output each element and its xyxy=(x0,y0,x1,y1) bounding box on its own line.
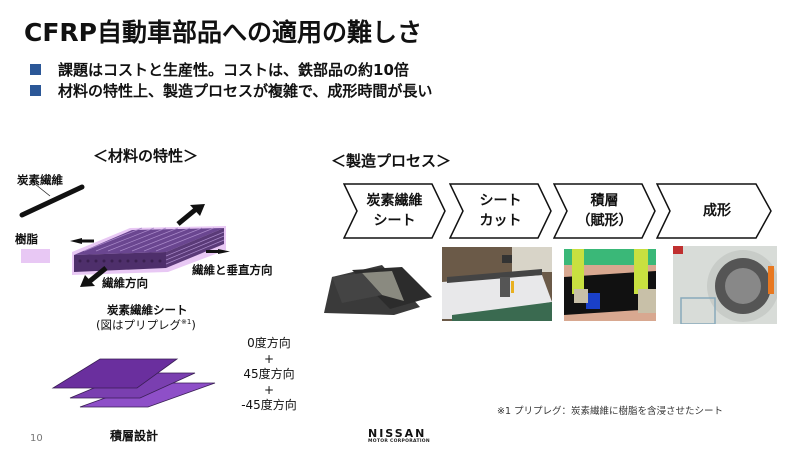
layup-directions: 0度方向 + 45度方向 + -45度方向 xyxy=(234,336,304,414)
layup-design-label: 積層設計 xyxy=(110,429,159,443)
layup-shaping-photo xyxy=(564,249,656,321)
carbon-fiber-sheet-photo xyxy=(322,255,434,317)
sheet-cutting-machine-photo xyxy=(442,247,552,321)
step-label: （賦形） xyxy=(576,213,633,229)
step-label: 成形 xyxy=(703,203,731,219)
direction-0: 0度方向 xyxy=(247,336,291,350)
process-step-molding: 成形 xyxy=(656,183,772,239)
fiber-direction-label: 繊維方向 xyxy=(102,276,148,290)
carbon-fiber-sheet-illustration xyxy=(19,179,230,287)
step-label: シート xyxy=(479,193,522,209)
chevron-arrow-icon xyxy=(343,183,446,239)
process-heading: ＜製造プロセス＞ xyxy=(331,152,452,170)
layup-design-illustration xyxy=(51,358,216,408)
prepreg-note-close: ) xyxy=(191,318,196,332)
prepreg-note: (図はプリプレグ※1) xyxy=(96,317,196,333)
carbon-fiber-label: 炭素繊維 xyxy=(17,173,63,187)
prepreg-footnote: ※1 プリプレグ：炭素繊維に樹脂を含浸させたシート xyxy=(497,406,724,417)
chevron-arrow-icon xyxy=(553,183,656,239)
step-label: カット xyxy=(479,213,522,229)
perpendicular-direction-label: 繊維と垂直方向 xyxy=(192,263,273,277)
bullet-item: 材料の特性上、製造プロセスが複雑で、成形時間が長い xyxy=(30,80,432,101)
material-heading: ＜材料の特性＞ xyxy=(93,147,199,165)
logo-main-text: NISSAN xyxy=(368,427,427,440)
bullet-item: 課題はコストと生産性。コストは、鉄部品の約10倍 xyxy=(30,59,409,80)
plus-sign: + xyxy=(263,351,275,366)
logo-sub-text: MOTOR CORPORATION xyxy=(368,439,430,444)
bullet-text: 課題はコストと生産性。コストは、鉄部品の約10倍 xyxy=(58,61,409,79)
bullet-text: 材料の特性上、製造プロセスが複雑で、成形時間が長い xyxy=(58,82,433,100)
chevron-arrow-icon xyxy=(449,183,552,239)
process-step-sheet-cut: シートカット xyxy=(449,183,552,239)
step-label: シート xyxy=(373,213,416,229)
direction-minus-45: -45度方向 xyxy=(241,398,297,412)
process-step-layup: 積層 （賦形） xyxy=(553,183,656,239)
plus-sign: + xyxy=(263,382,275,397)
footnote-marker: ※1 xyxy=(181,318,192,327)
resin-swatch xyxy=(21,249,50,263)
page-number: 10 xyxy=(30,433,43,444)
step-label: 積層 xyxy=(590,193,619,209)
nissan-logo: NISSAN MOTOR CORPORATION xyxy=(368,428,430,445)
process-step-carbon-fiber-sheet: 炭素繊維シート xyxy=(343,183,446,239)
slide-title: CFRP自動車部品への適用の難しさ xyxy=(24,18,422,47)
bullet-square-icon xyxy=(30,64,41,75)
chevron-arrow-icon xyxy=(656,183,772,239)
direction-45: 45度方向 xyxy=(243,367,295,381)
step-label: 炭素繊維 xyxy=(366,193,423,209)
resin-label: 樹脂 xyxy=(15,232,38,246)
bullet-square-icon xyxy=(30,85,41,96)
prepreg-note-text: (図はプリプレグ xyxy=(96,318,181,332)
autoclave-molding-photo xyxy=(673,246,777,324)
carbon-fiber-sheet-label: 炭素繊維シート xyxy=(107,303,188,317)
